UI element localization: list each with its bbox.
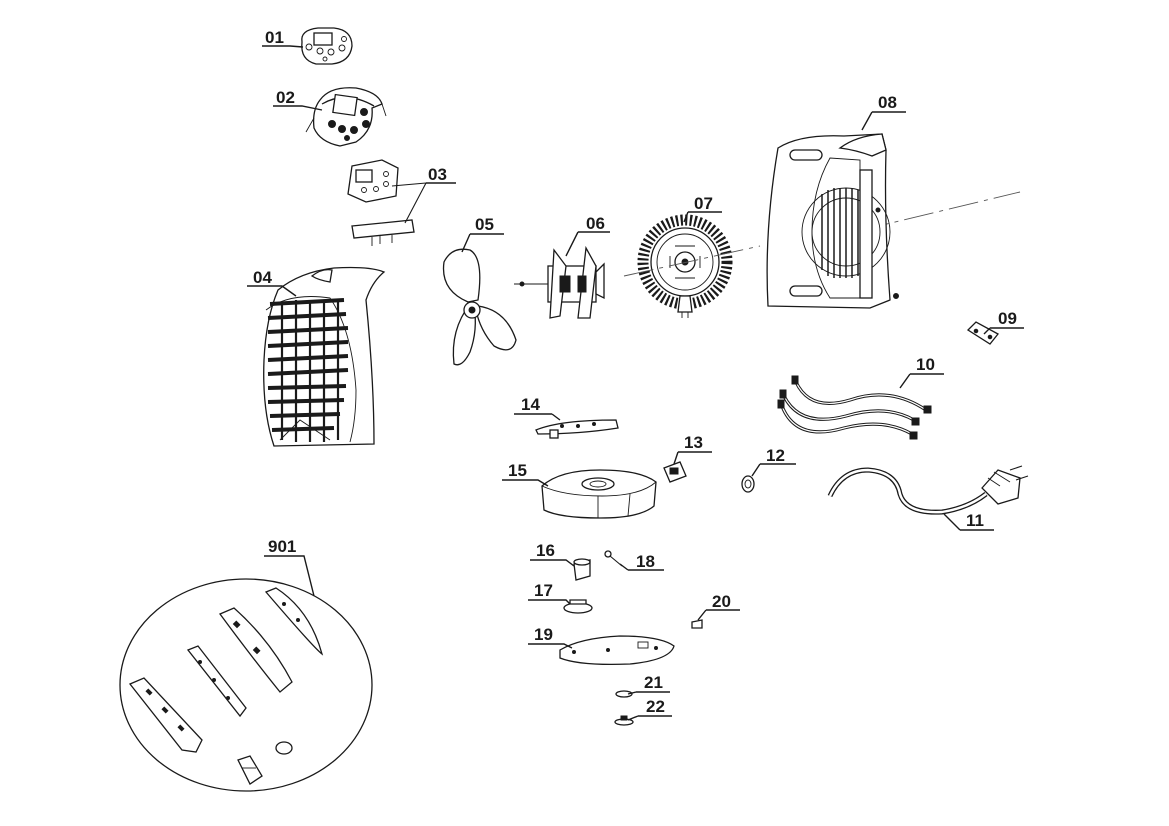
- label-901: 901: [268, 537, 296, 556]
- leader-14: [514, 413, 561, 421]
- leader-21: [627, 691, 670, 695]
- leader-19: [528, 643, 573, 649]
- label-08: 08: [878, 93, 897, 112]
- leader-08: [861, 111, 906, 131]
- assembly-axis-line: [623, 191, 1021, 277]
- leader-04: [247, 285, 297, 297]
- label-11: 11: [966, 511, 984, 530]
- part-18-screw: [604, 550, 623, 567]
- label-01: 01: [265, 28, 284, 47]
- leader-07: [683, 211, 722, 223]
- label-17: 17: [534, 581, 553, 600]
- label-05: 05: [475, 215, 494, 234]
- leader-10: [899, 373, 944, 389]
- part-01-control-panel-cover: [301, 27, 353, 65]
- label-14: 14: [521, 395, 540, 414]
- leader-03-branches: [391, 182, 427, 224]
- label-15: 15: [508, 461, 527, 480]
- part-13-switch: [663, 461, 687, 483]
- leader-15: [502, 479, 549, 487]
- label-10: 10: [916, 355, 935, 374]
- leader-02: [273, 105, 323, 111]
- part-19-bottom-plate: [559, 635, 675, 666]
- part-09-bracket: [966, 321, 999, 345]
- leader-20: [697, 609, 740, 621]
- leader-06: [565, 231, 610, 257]
- leader-18: [619, 563, 664, 571]
- part-02-control-housing: [305, 87, 387, 147]
- leader-01: [262, 45, 304, 48]
- leader-12: [751, 463, 796, 477]
- leader-22: [627, 715, 672, 721]
- label-22: 22: [646, 697, 665, 716]
- label-06: 06: [586, 214, 605, 233]
- label-21: 21: [644, 673, 663, 692]
- part-12-strain-relief: [741, 475, 755, 493]
- label-19: 19: [534, 625, 553, 644]
- leader-17: [528, 599, 571, 605]
- label-20: 20: [712, 592, 731, 611]
- label-02: 02: [276, 88, 295, 107]
- part-21-foot: [615, 690, 633, 698]
- leader-901: [264, 555, 315, 597]
- label-07: 07: [694, 194, 713, 213]
- part-05-fan-blade: [442, 248, 517, 366]
- part-14-mounting-plate: [535, 419, 619, 439]
- label-13: 13: [684, 433, 703, 452]
- part-17-tip-switch: [563, 599, 593, 614]
- label-18: 18: [636, 552, 655, 571]
- part-03-circuit-boards: [347, 159, 415, 246]
- part-10-internal-wires: [777, 375, 932, 440]
- leader-11: [943, 513, 994, 531]
- part-04-front-grille-housing: [263, 266, 386, 447]
- part-11-power-cord: [827, 465, 1029, 515]
- leader-16: [530, 559, 575, 567]
- label-09: 09: [998, 309, 1017, 328]
- part-22-foot: [614, 715, 634, 726]
- label-04: 04: [253, 268, 272, 287]
- part-08-rear-housing: [766, 133, 899, 309]
- leader-09: [983, 327, 1024, 335]
- leader-05: [461, 233, 504, 253]
- label-03: 03: [428, 165, 447, 184]
- label-16: 16: [536, 541, 555, 560]
- part-06-fan-motor: [514, 245, 605, 319]
- part-16-bushing: [573, 558, 591, 581]
- leader-13: [673, 451, 712, 465]
- part-07-heating-element: [637, 214, 733, 318]
- part-20-clip: [691, 619, 703, 629]
- part-901-detail-bubble: [119, 578, 373, 792]
- label-12: 12: [766, 446, 785, 465]
- part-15-base: [541, 469, 657, 519]
